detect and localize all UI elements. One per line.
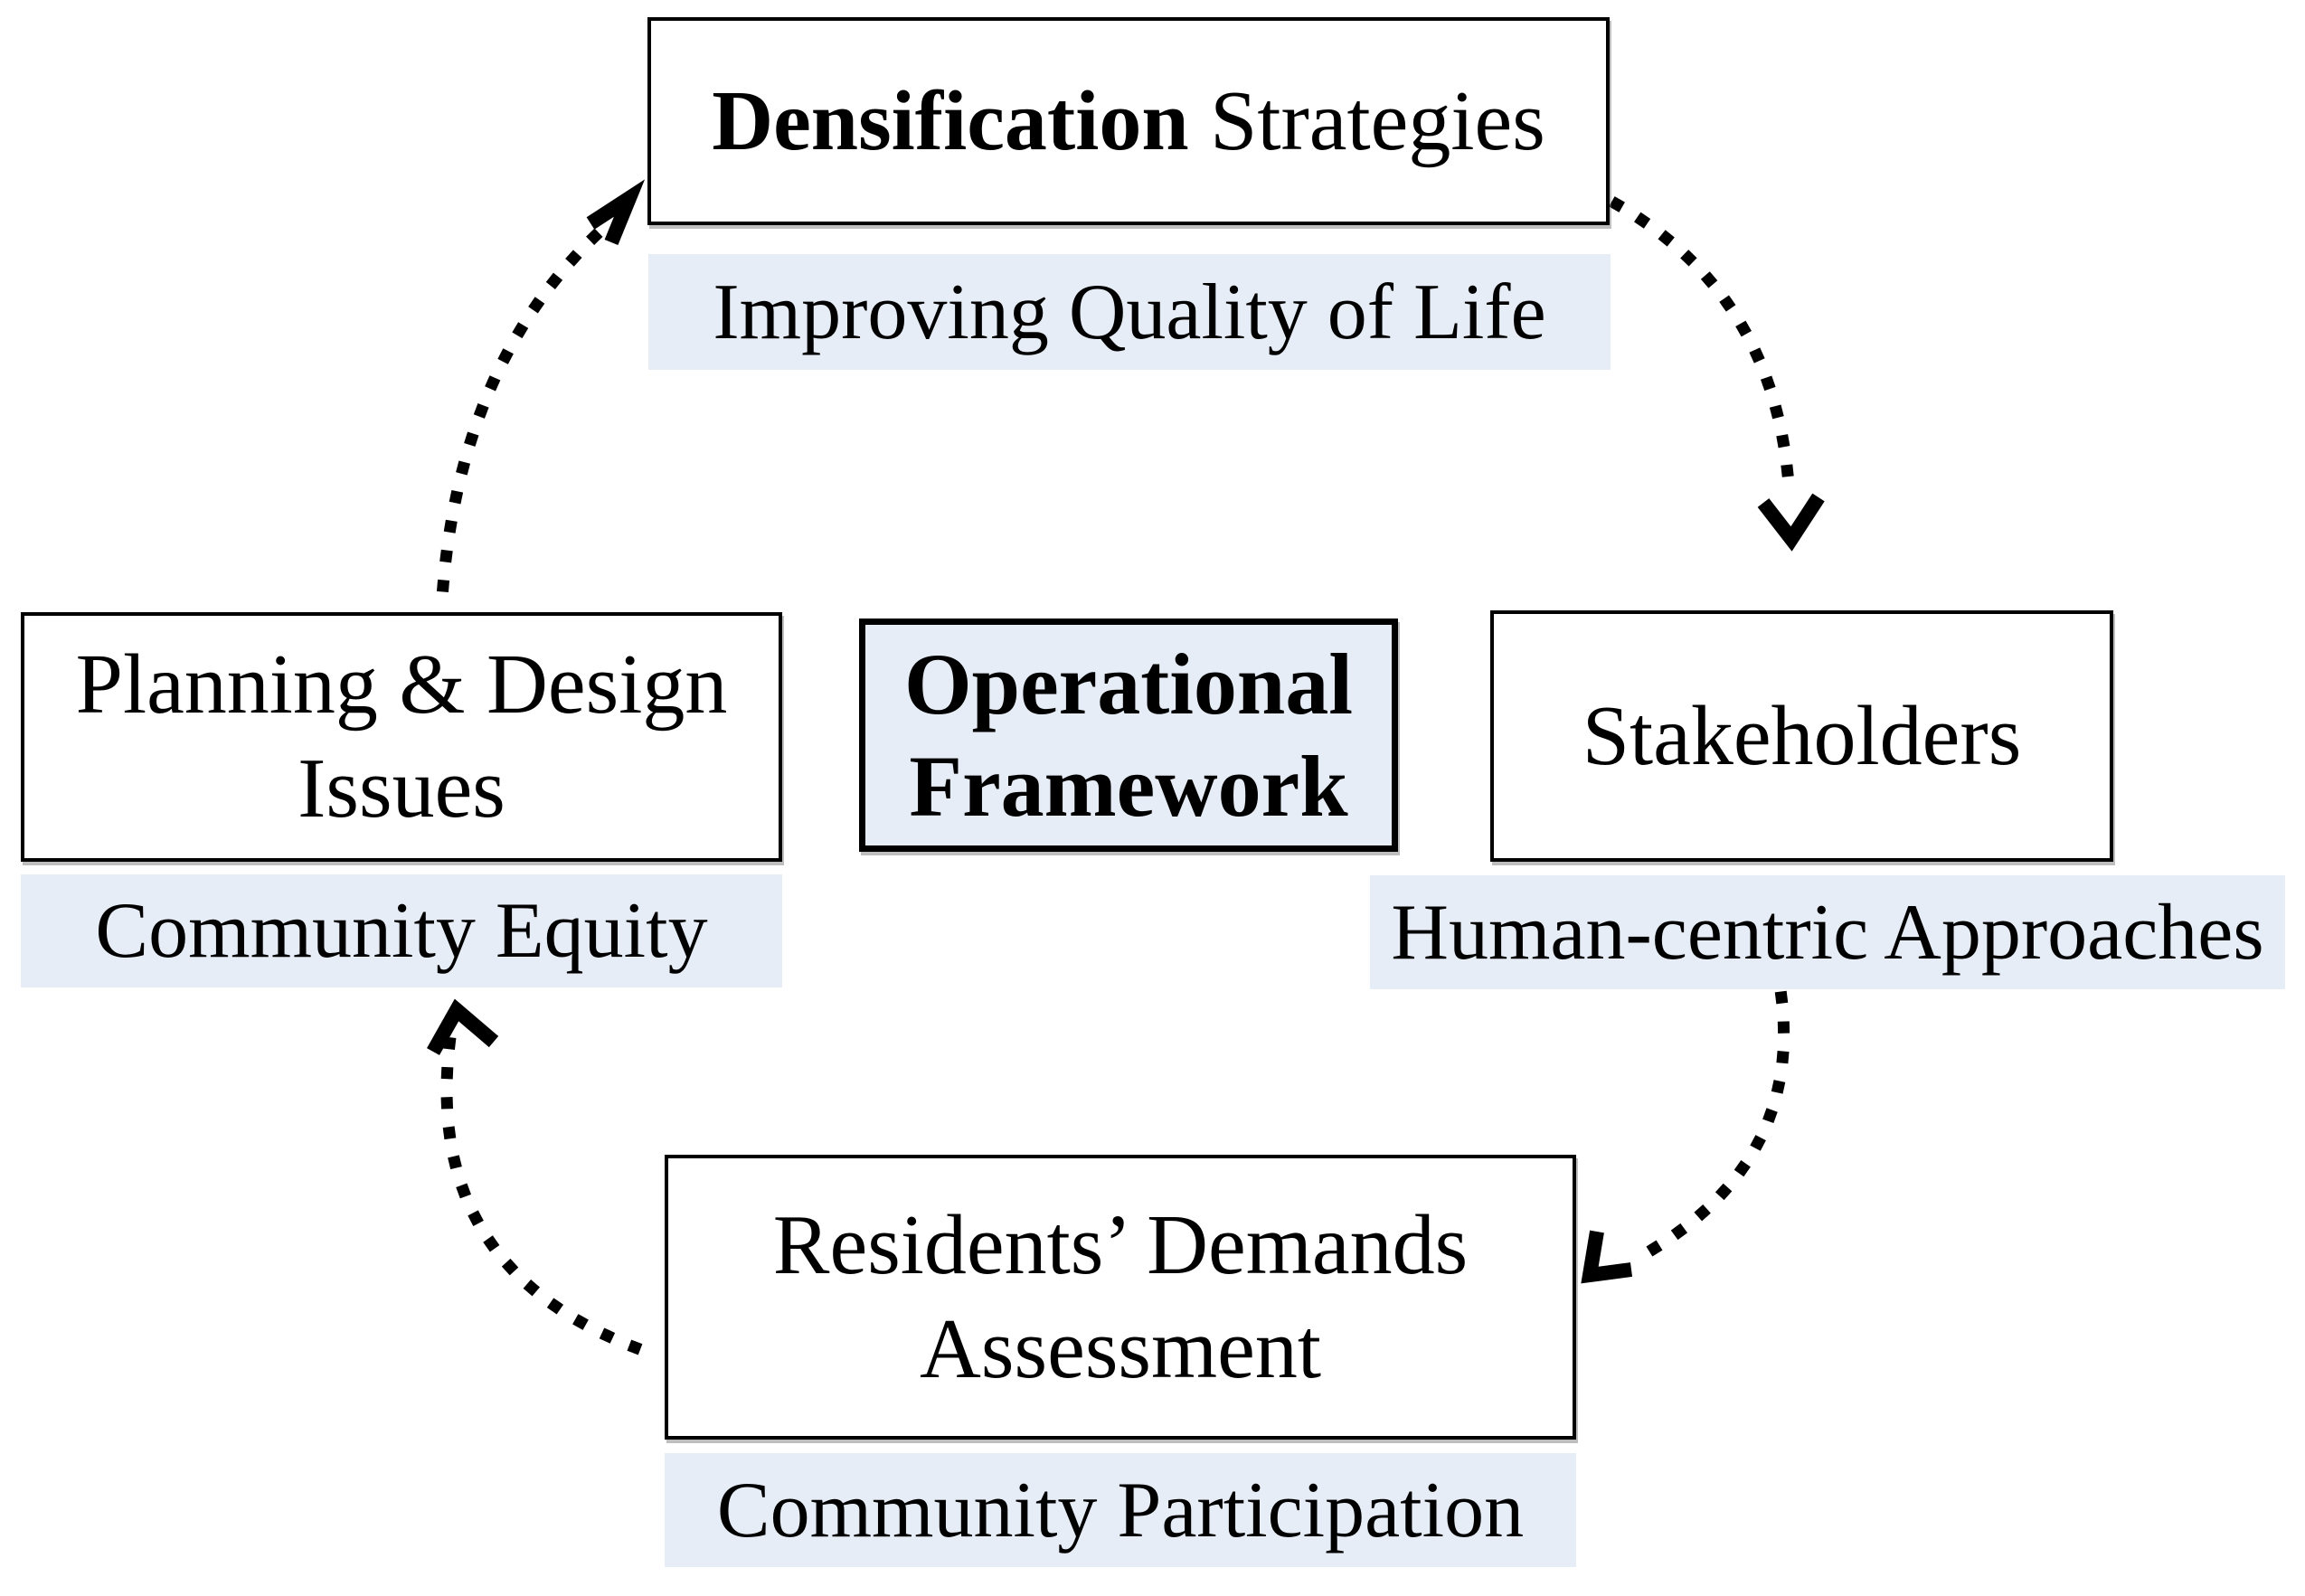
stakeholders-title: Stakeholders [1582, 688, 2022, 783]
arrowhead-right-to-bottom-icon [1581, 1230, 1633, 1284]
arrow-left-to-top-path [436, 215, 617, 593]
human-centric-approaches-band: Human-centric Approaches [1370, 875, 2285, 989]
arrowhead-top-to-right-icon [1757, 493, 1825, 552]
community-participation-label: Community Participation [716, 1466, 1525, 1554]
planning-design-issues-title-line1: Planning & Design [75, 637, 728, 732]
operational-framework-title-line1: Operational [904, 635, 1353, 732]
operational-framework-title-line2: Framework [909, 738, 1348, 835]
community-equity-label: Community Equity [95, 887, 708, 975]
improving-quality-of-life-label: Improving Quality of Life [713, 268, 1546, 356]
densification-strategies-title-regular: Strategies [1188, 73, 1545, 168]
arrowhead-bottom-to-left-icon [427, 998, 499, 1055]
residents-demands-assessment-title-line1: Residents’ Demands [772, 1197, 1469, 1292]
densification-strategies-title: Densification Strategies [712, 70, 1545, 174]
community-equity-band: Community Equity [21, 874, 782, 987]
densification-strategies-box: Densification Strategies [647, 17, 1610, 225]
arrow-top-to-right-path [1609, 196, 1796, 505]
community-participation-band: Community Participation [665, 1453, 1576, 1567]
arrow-bottom-to-left-path [440, 1024, 643, 1355]
densification-strategies-title-bold: Densification [712, 73, 1189, 168]
planning-design-issues-box: Planning & Design Issues [21, 612, 782, 862]
improving-quality-of-life-band: Improving Quality of Life [648, 254, 1611, 370]
arrow-right-to-bottom-path [1629, 990, 1790, 1267]
stakeholders-box: Stakeholders [1490, 610, 2113, 862]
operational-framework-box: Operational Framework [859, 619, 1398, 852]
arrowhead-left-to-top-icon [586, 179, 646, 246]
residents-demands-assessment-box: Residents’ Demands Assessment [665, 1155, 1576, 1440]
residents-demands-assessment-title-line2: Assessment [920, 1301, 1321, 1396]
human-centric-approaches-label: Human-centric Approaches [1391, 888, 2264, 977]
planning-design-issues-title-line2: Issues [298, 741, 505, 836]
